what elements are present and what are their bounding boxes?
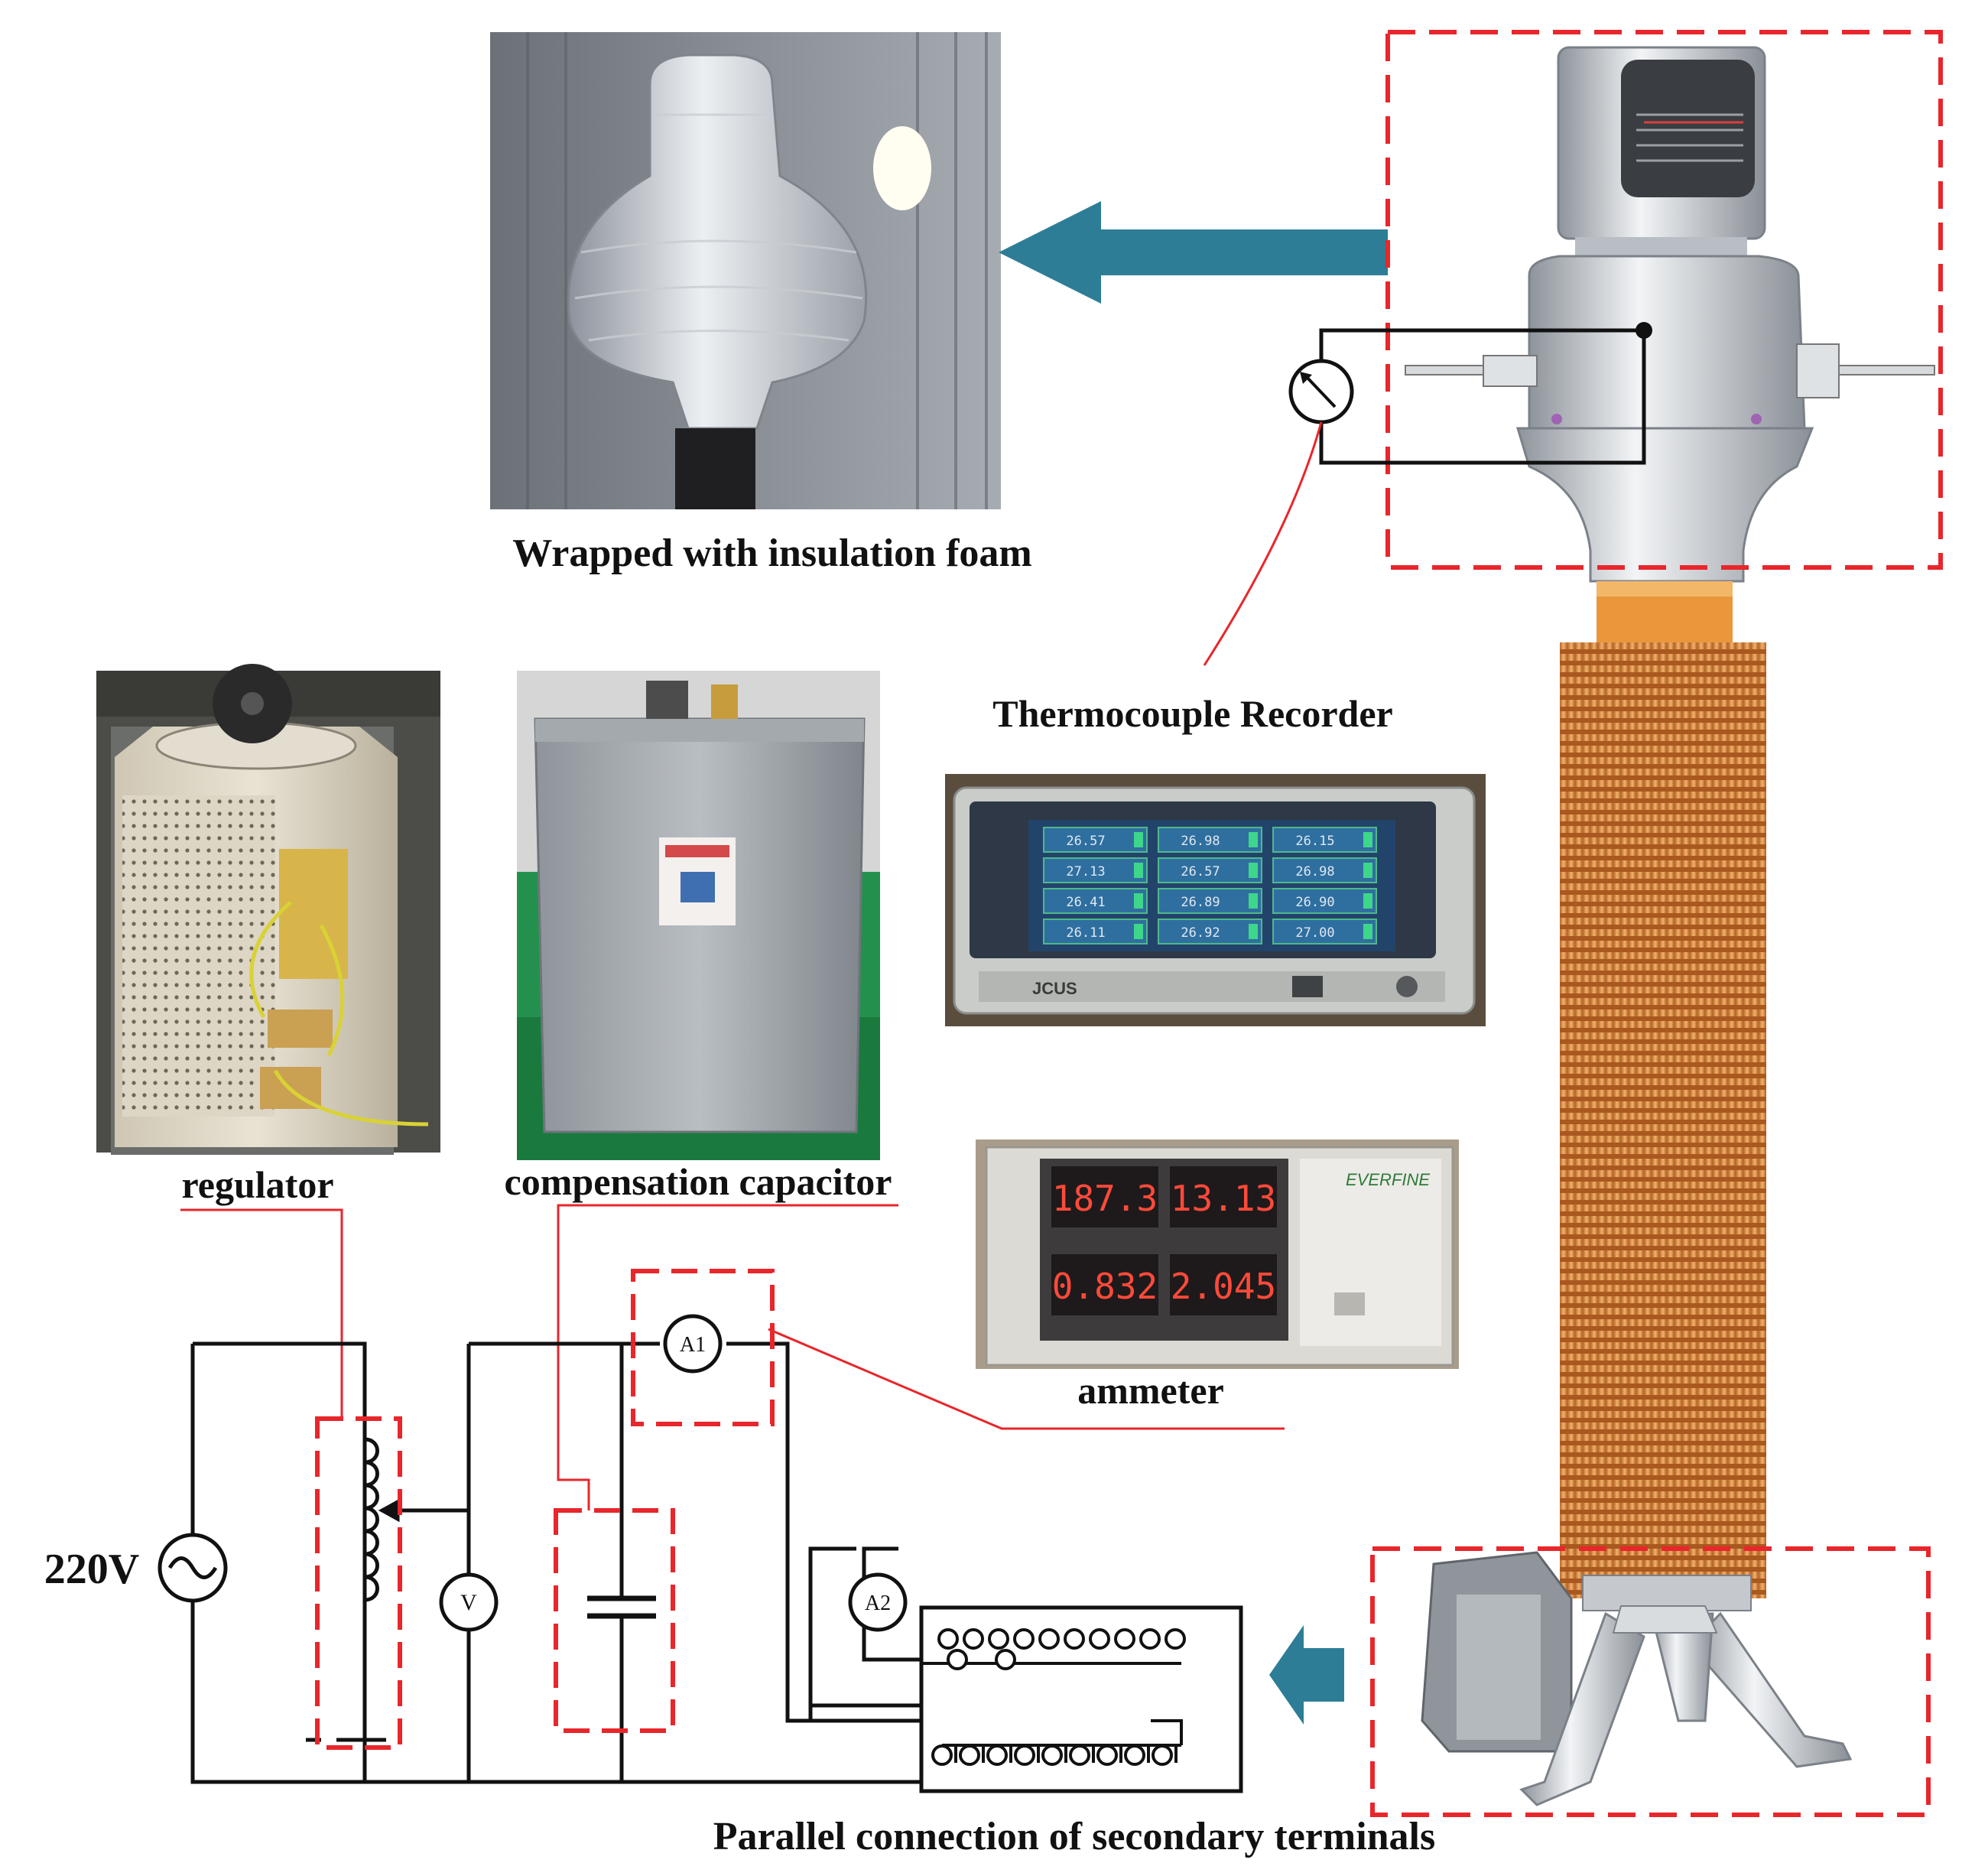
terminal <box>986 1744 1008 1766</box>
source-voltage-label: 220V <box>44 1546 139 1593</box>
ac-source-icon <box>158 1533 228 1603</box>
recorder-reading: 26.15 <box>1295 834 1334 849</box>
insulation-foam-label: Wrapped with insulation foam <box>512 532 1032 575</box>
recorder-reading: 26.57 <box>1181 864 1220 879</box>
recorder-reading: 26.11 <box>1066 925 1105 941</box>
recorder-reading: 26.41 <box>1066 895 1105 910</box>
voltmeter-icon: V <box>439 1572 499 1632</box>
capacitor-photo <box>517 671 880 1160</box>
bushing-illustration <box>1405 46 1935 1806</box>
terminal <box>1038 1628 1060 1650</box>
terminal <box>1041 1744 1063 1766</box>
terminal <box>931 1744 953 1766</box>
ammeter-reading: 0.832 <box>1052 1266 1158 1307</box>
recorder-reading: 26.57 <box>1066 834 1105 849</box>
terminal <box>937 1628 959 1650</box>
terminal <box>995 1649 1016 1670</box>
ammeter-label: ammeter <box>1077 1369 1224 1412</box>
ammeter-leader-line <box>768 1328 1285 1430</box>
recorder-reading: 26.98 <box>1295 864 1334 879</box>
terminal <box>1069 1744 1090 1766</box>
ammeter-reading: 13.13 <box>1171 1178 1276 1219</box>
recorder-readings: 26.57 26.98 26.15 27.13 26.57 26.98 26.41 26.89… <box>1043 827 1377 945</box>
lamp-glare <box>873 126 931 210</box>
ammeter-a2-icon: A2 <box>848 1572 908 1632</box>
regulator-leader-line <box>180 1208 343 1419</box>
svg-text:A2: A2 <box>865 1592 891 1615</box>
terminal <box>1013 1628 1035 1650</box>
svg-text:A1: A1 <box>680 1333 706 1357</box>
ammeter-a1-icon: A1 <box>663 1314 723 1374</box>
terminal <box>1064 1628 1085 1650</box>
recorder-reading: 26.90 <box>1295 895 1334 910</box>
temperature-gauge-icon <box>1288 359 1354 424</box>
thermocouple-recorder-label: Thermocouple Recorder <box>992 692 1392 735</box>
terminal <box>1124 1744 1145 1766</box>
terminal <box>1114 1628 1135 1650</box>
terminal <box>1014 1744 1035 1766</box>
terminal <box>1096 1744 1118 1766</box>
regulator-photo <box>96 664 440 1155</box>
recorder-reading: 26.92 <box>1181 925 1220 941</box>
terminal-row-bottom <box>931 1744 1181 1766</box>
recorder-brand: JCUS <box>1032 979 1077 998</box>
terminal <box>963 1628 984 1650</box>
thermocouple-junction <box>1636 322 1652 339</box>
capacitor-label: compensation capacitor <box>505 1160 892 1203</box>
ammeter-brand: EVERFINE <box>1346 1170 1430 1189</box>
recorder-leader-line <box>1203 421 1323 666</box>
bushing-base-highlight <box>1370 1546 1931 1817</box>
regulator-highlight <box>315 1416 402 1750</box>
terminal <box>1089 1628 1110 1650</box>
ammeter-a1-highlight <box>631 1269 775 1426</box>
terminal-row-top <box>937 1628 1186 1670</box>
parallel-connection-label: Parallel connection of secondary termina… <box>713 1815 1436 1858</box>
ammeter-readings: 187.3 13.13 0.832 2.045 <box>1051 1166 1277 1315</box>
terminal <box>988 1628 1009 1650</box>
insulation-foam-photo <box>490 32 1001 509</box>
recorder-reading: 26.89 <box>1181 895 1220 910</box>
left-arrow-icon <box>999 201 1388 304</box>
terminal <box>1152 1744 1173 1766</box>
oil-gauge-window <box>1621 60 1755 197</box>
terminal <box>959 1744 980 1766</box>
capacitor-leader-line <box>557 1204 898 1510</box>
variable-transformer-coil <box>364 1437 379 1602</box>
thermocouple-loop <box>1319 328 1646 465</box>
svg-text:V: V <box>460 1590 477 1615</box>
ammeter-reading: 187.3 <box>1052 1178 1158 1219</box>
bushing-head-highlight <box>1385 30 1943 570</box>
terminal <box>947 1649 968 1670</box>
recorder-reading: 26.98 <box>1181 834 1220 849</box>
terminal <box>1165 1628 1186 1650</box>
regulator-label: regulator <box>181 1163 333 1206</box>
left-arrow-icon <box>1269 1625 1344 1725</box>
capacitor-highlight <box>554 1508 675 1733</box>
ammeter-reading: 2.045 <box>1171 1266 1276 1307</box>
terminal <box>1139 1628 1161 1650</box>
recorder-reading: 27.00 <box>1295 925 1334 941</box>
recorder-reading: 27.13 <box>1066 864 1105 879</box>
